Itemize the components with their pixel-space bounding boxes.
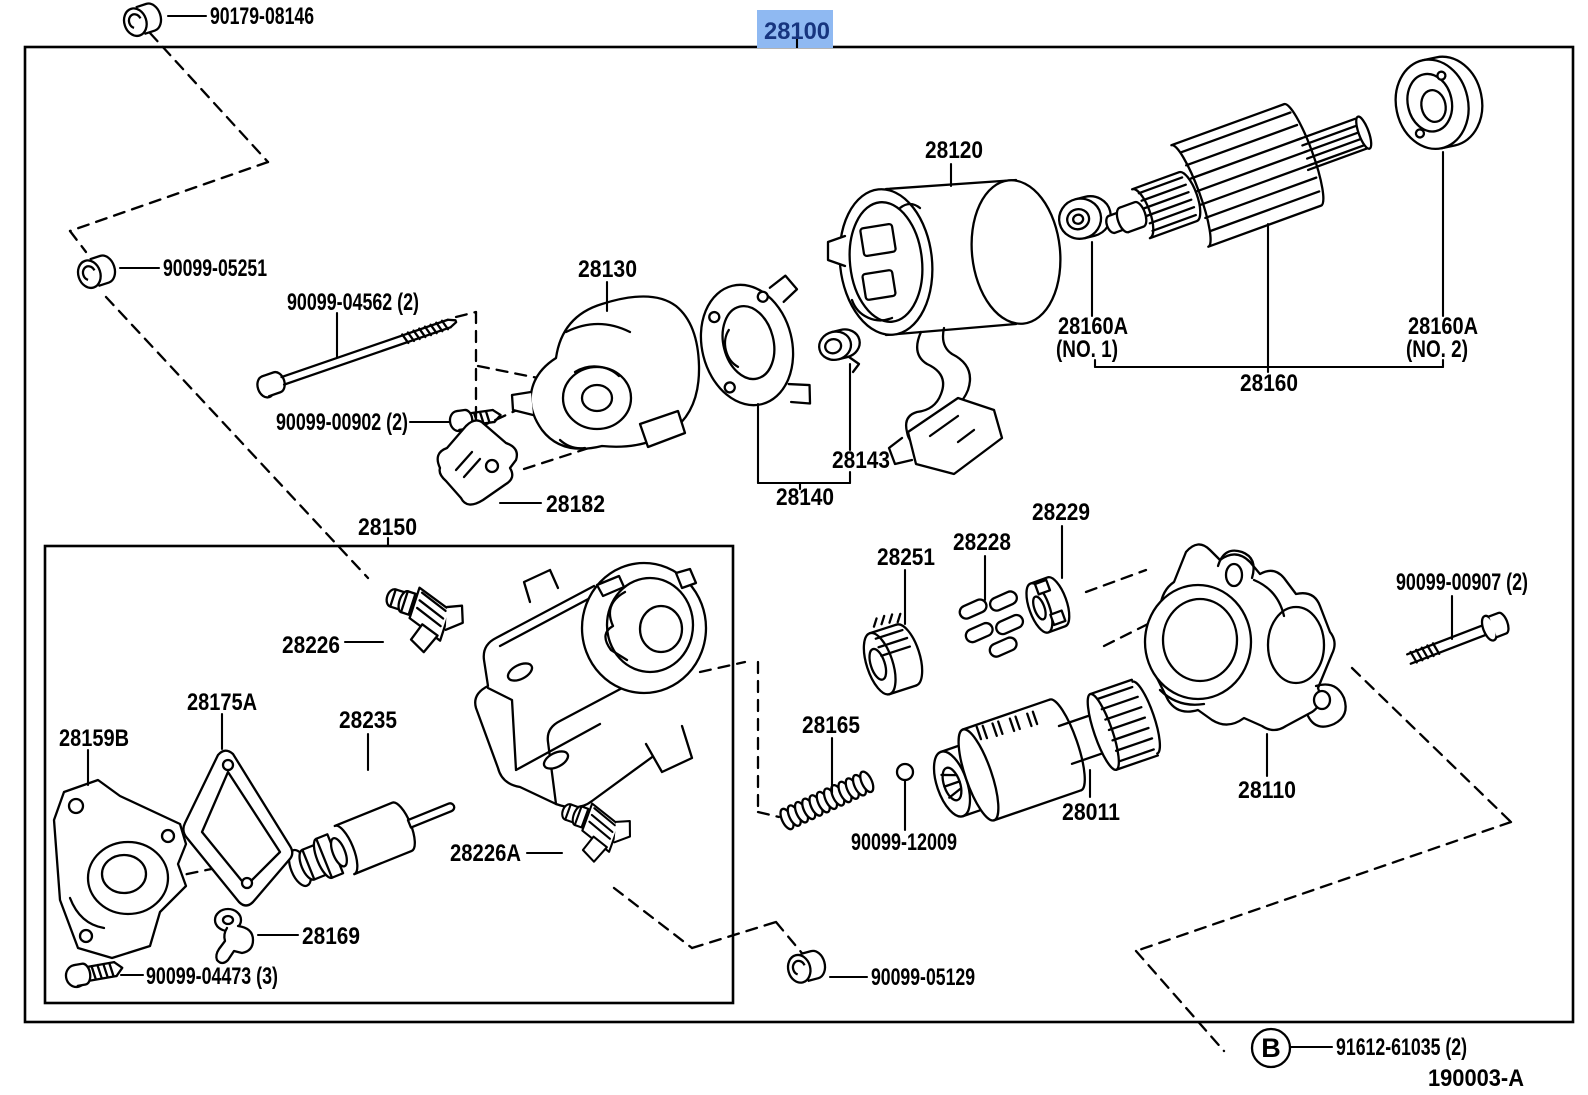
- callout-circle-b: [1250, 1027, 1292, 1069]
- part-label-28110: 28110: [1238, 777, 1296, 804]
- part-label-28229: 28229: [1032, 499, 1090, 526]
- part-label-28160A-2a: 28160A: [1408, 313, 1478, 340]
- part-label-190003-A: 190003-A: [1428, 1065, 1524, 1092]
- part-label-28159B: 28159B: [59, 725, 129, 752]
- part-label-28143: 28143: [832, 447, 890, 474]
- part-label-28140: 28140: [776, 484, 834, 511]
- part-brush-28226: [385, 586, 464, 654]
- part-label-28150: 28150: [358, 514, 417, 541]
- part-label-90099-04473: 90099-04473 (3): [146, 963, 278, 990]
- part-label-28235: 28235: [339, 707, 397, 734]
- part-clutch-gear-28251: [862, 612, 924, 696]
- part-plunger-28235: [287, 801, 456, 888]
- part-drive-housing-28110: [1143, 543, 1347, 732]
- part-bearing-28143: [818, 328, 861, 374]
- part-brush-holder-plate-28140: [699, 274, 812, 407]
- part-label-circle-B: B: [1261, 1033, 1281, 1063]
- leader-lines: [86, 14, 1454, 1049]
- part-label-28160A-1b: (NO. 1): [1056, 336, 1118, 363]
- part-number-labels: 90179-08146 90099-05251 90099-04562 (2) 900…: [59, 3, 1528, 1092]
- part-end-plate-28159b: [52, 778, 188, 960]
- part-bearing-28160a-no1: [1057, 195, 1112, 240]
- part-label-28169: 28169: [302, 923, 360, 950]
- part-bolt-90099-00907: [1406, 611, 1510, 665]
- part-bearing-28160a-no2: [1394, 55, 1484, 151]
- part-label-28226A: 28226A: [450, 840, 521, 867]
- part-label-28251: 28251: [877, 544, 935, 571]
- part-label-28165: 28165: [802, 712, 860, 739]
- part-solenoid-yoke-28120: [826, 178, 1062, 476]
- part-spring-28165: [779, 770, 875, 831]
- part-label-28228: 28228: [953, 529, 1011, 556]
- part-label-28160: 28160: [1240, 370, 1298, 397]
- part-nut-90099-05251: [73, 251, 120, 293]
- part-rollers-28228: [958, 590, 1025, 658]
- part-bolt-90099-04562: [256, 318, 458, 399]
- part-label-90099-12009: 90099-12009: [851, 829, 957, 856]
- part-end-cover-28130: [510, 295, 701, 450]
- part-bracket-28182: [436, 419, 519, 506]
- part-label-90099-00907: 90099-00907 (2): [1396, 569, 1528, 596]
- part-label-91612-61035: 91612-61035 (2): [1336, 1034, 1467, 1061]
- part-label-28175A: 28175A: [187, 689, 257, 716]
- part-nut-90179-08146: [119, 0, 166, 41]
- part-label-28160A-2b: (NO. 2): [1406, 336, 1468, 363]
- part-steel-ball-90099-12009: [895, 762, 915, 782]
- part-label-28160A-1a: 28160A: [1058, 313, 1128, 340]
- highlight-box: [757, 10, 833, 48]
- part-label-28100[interactable]: 28100: [764, 18, 830, 45]
- part-label-28120: 28120: [925, 137, 983, 164]
- part-brush-28226a: [561, 802, 632, 863]
- part-label-90099-00902: 90099-00902 (2): [276, 409, 408, 436]
- part-armature-28160: [1105, 102, 1373, 248]
- part-label-28130: 28130: [578, 256, 637, 283]
- part-label-28182: 28182: [546, 491, 605, 518]
- part-label-90179-08146: 90179-08146: [210, 3, 314, 30]
- part-label-90099-05251: 90099-05251: [163, 255, 267, 282]
- part-label-90099-04562: 90099-04562 (2): [287, 289, 419, 316]
- part-clutch-28011: [932, 678, 1162, 822]
- part-label-28011: 28011: [1062, 799, 1120, 826]
- part-nut-90099-05129: [783, 947, 830, 987]
- part-gasket-28175a: [182, 749, 294, 907]
- part-label-90099-05129: 90099-05129: [871, 964, 975, 991]
- part-clip-28169: [213, 907, 255, 965]
- part-label-28226: 28226: [282, 632, 340, 659]
- part-screw-90099-04473: [64, 961, 124, 989]
- part-retainer-28229: [1025, 576, 1071, 634]
- part-magnetic-switch-28150: [474, 561, 708, 809]
